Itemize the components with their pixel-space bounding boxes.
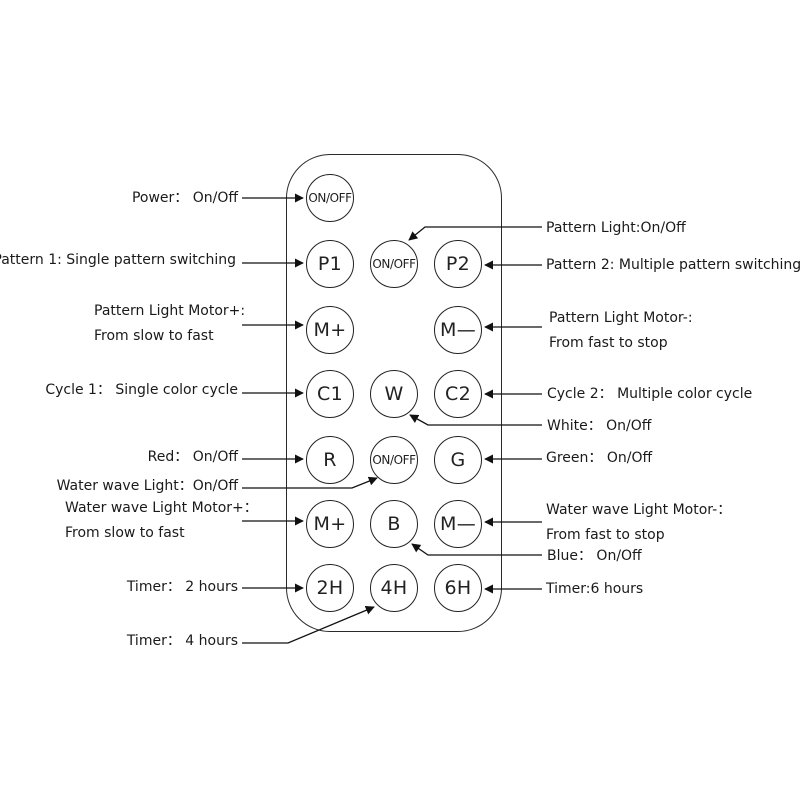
- label-pattern2: Pattern 2: Multiple pattern switching: [546, 257, 800, 273]
- p2-button[interactable]: P2: [434, 240, 482, 288]
- label-green: Green： On/Off: [546, 450, 653, 466]
- label-white: White： On/Off: [547, 418, 652, 434]
- water-wave-onoff-button[interactable]: ON/OFF: [370, 436, 418, 484]
- timer-6h-button[interactable]: 6H: [434, 564, 482, 612]
- label-water-wave-motor-minus-detail: From fast to stop: [546, 527, 665, 543]
- label-water-wave-motor-minus: Water wave Light Motor-：: [546, 502, 732, 518]
- green-button[interactable]: G: [434, 436, 482, 484]
- red-button[interactable]: R: [306, 436, 354, 484]
- label-pattern-light-motor-plus: Pattern Light Motor+:: [94, 303, 246, 319]
- pattern-light-onoff-button[interactable]: ON/OFF: [370, 240, 418, 288]
- pattern-motor-minus-button[interactable]: M—: [434, 306, 482, 354]
- label-timer6: Timer:6 hours: [546, 581, 644, 597]
- arrow-pattern-light: [408, 226, 542, 241]
- white-button[interactable]: W: [370, 370, 418, 418]
- label-water-wave-motor-plus: Water wave Light Motor+：: [65, 500, 258, 516]
- blue-button[interactable]: B: [370, 500, 418, 548]
- label-timer2: Timer： 2 hours: [126, 579, 238, 595]
- label-cycle1: Cycle 1： Single color cycle: [45, 382, 238, 398]
- label-pattern-light-motor-minus-detail: From fast to stop: [549, 335, 668, 351]
- timer-2h-button[interactable]: 2H: [306, 564, 354, 612]
- label-pattern-light: Pattern Light:On/Off: [546, 220, 686, 236]
- label-cycle2: Cycle 2： Multiple color cycle: [547, 386, 753, 402]
- label-water-wave-light: Water wave Light：On/Off: [56, 478, 238, 494]
- p1-button[interactable]: P1: [306, 240, 354, 288]
- label-pattern1: Pattern 1: Single pattern switching: [0, 252, 236, 268]
- arrow-white: [409, 414, 542, 426]
- pattern-motor-plus-button[interactable]: M+: [306, 306, 354, 354]
- label-power: Power： On/Off: [131, 190, 238, 206]
- label-water-wave-motor-plus-detail: From slow to fast: [65, 525, 185, 541]
- arrow-timer4: [242, 605, 375, 644]
- power-onoff-button[interactable]: ON/OFF: [306, 174, 354, 222]
- label-timer4: Timer： 4 hours: [126, 633, 238, 649]
- c1-button[interactable]: C1: [306, 370, 354, 418]
- label-red: Red： On/Off: [147, 449, 238, 465]
- label-pattern-light-motor-plus-detail: From slow to fast: [94, 328, 214, 344]
- water-motor-minus-button[interactable]: M—: [434, 500, 482, 548]
- c2-button[interactable]: C2: [434, 370, 482, 418]
- label-pattern-light-motor-minus: Pattern Light Motor-:: [549, 310, 693, 326]
- arrow-blue: [411, 543, 542, 556]
- water-motor-plus-button[interactable]: M+: [306, 500, 354, 548]
- timer-4h-button[interactable]: 4H: [370, 564, 418, 612]
- label-blue: Blue： On/Off: [547, 548, 642, 564]
- arrow-water-wave: [242, 476, 378, 489]
